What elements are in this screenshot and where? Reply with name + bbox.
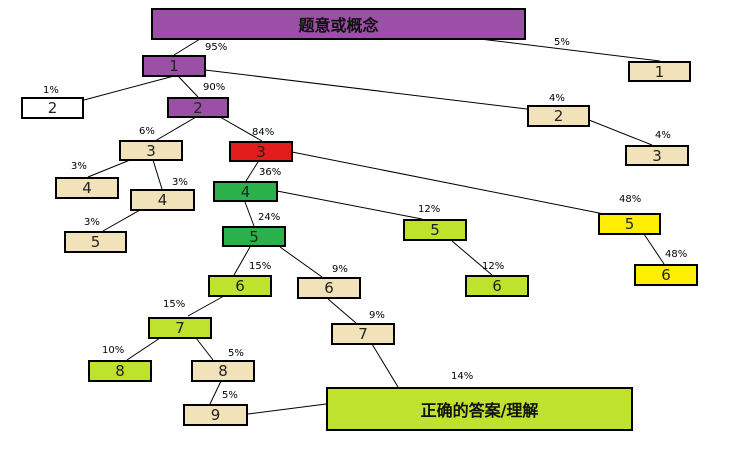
pct-label: 14%: [451, 371, 474, 382]
edge-n6b-n7b: [327, 298, 357, 324]
edge-n3b-n4c: [245, 161, 259, 182]
pct-label: 15%: [249, 261, 272, 272]
node-1-beige: 1: [628, 61, 691, 82]
node-9-beige: 9: [183, 404, 248, 426]
pct-label: 3%: [71, 161, 87, 172]
edge-n5b-n6a: [233, 246, 251, 276]
node-2-purple: 2: [167, 97, 229, 118]
node-3-red: 3: [229, 141, 293, 162]
node-4-green: 4: [213, 181, 278, 202]
node-4-beige: 4: [130, 189, 195, 211]
edge-n7a-n8a: [126, 337, 161, 361]
node-6-lime-right: 6: [465, 275, 529, 297]
pct-label: 24%: [258, 212, 281, 223]
node-3-beige: 3: [119, 140, 183, 161]
pct-label: 9%: [332, 264, 348, 275]
node-2-beige: 2: [527, 105, 590, 127]
node-5-lime: 5: [403, 219, 467, 241]
edge-n7a-n8b: [195, 337, 214, 361]
edge-n9-final: [247, 403, 327, 415]
pct-label: 84%: [252, 127, 275, 138]
pct-label: 1%: [43, 85, 59, 96]
pct-label: 95%: [205, 42, 228, 53]
edge-root-n1a: [173, 38, 201, 56]
edge-n5c-n6c: [451, 240, 493, 276]
pct-label: 6%: [139, 126, 155, 137]
edge-n5d-n6d: [643, 233, 665, 265]
edge-n3b-n5d: [291, 151, 605, 215]
edge-n7b-final: [371, 343, 399, 388]
edge-n6a-n7a: [187, 295, 225, 317]
node-3-beige-right: 3: [625, 145, 689, 166]
pct-label: 48%: [665, 249, 688, 260]
node-8-lime: 8: [88, 360, 152, 382]
edge-n4c-n5c: [276, 190, 423, 220]
edge-n2b-n3b: [219, 116, 263, 142]
node-7-beige: 7: [331, 323, 395, 345]
edge-n2c-n3c: [588, 119, 653, 146]
edge-n1a-n2c: [204, 69, 528, 110]
node-5-green: 5: [222, 226, 286, 247]
node-6-lime: 6: [208, 275, 272, 297]
edge-root-n1b: [479, 38, 661, 62]
pct-label: 3%: [84, 217, 100, 228]
node-5-beige: 5: [64, 231, 127, 253]
correct-answer-node: 正确的答案/理解: [326, 387, 633, 431]
pct-label: 15%: [163, 299, 186, 310]
node-8-beige: 8: [191, 360, 255, 382]
pct-label: 10%: [102, 345, 125, 356]
pct-label: 3%: [172, 177, 188, 188]
node-6-yellow: 6: [634, 264, 698, 286]
edge-n3a-n4a: [87, 159, 131, 178]
node-2-white: 2: [21, 97, 84, 119]
pct-label: 5%: [554, 37, 570, 48]
pct-label: 12%: [418, 204, 441, 215]
edge-n2b-n3a: [154, 116, 197, 142]
pct-label: 12%: [482, 261, 505, 272]
pct-label: 5%: [222, 390, 238, 401]
node-1-purple: 1: [142, 55, 206, 77]
pct-label: 90%: [203, 82, 226, 93]
edge-n8b-n9: [209, 380, 222, 405]
node-6-beige: 6: [297, 277, 361, 299]
pct-label: 4%: [655, 130, 671, 141]
edge-n3a-n4b: [152, 159, 163, 190]
pct-label: 4%: [549, 93, 565, 104]
pct-label: 9%: [369, 310, 385, 321]
pct-label: 36%: [259, 167, 282, 178]
concept-root-node: 题意或概念: [151, 8, 526, 40]
pct-label: 5%: [228, 348, 244, 359]
edge-n5b-n6b: [279, 246, 323, 278]
node-5-yellow: 5: [598, 213, 661, 235]
edge-n1a-n2b: [177, 75, 199, 98]
node-7-lime: 7: [148, 317, 212, 339]
edge-n4c-n5b: [244, 201, 255, 227]
edge-n4b-n5a: [102, 209, 141, 232]
pct-label: 48%: [619, 194, 642, 205]
node-4-beige-left: 4: [55, 177, 119, 199]
edge-n1a-n2a: [83, 75, 175, 101]
